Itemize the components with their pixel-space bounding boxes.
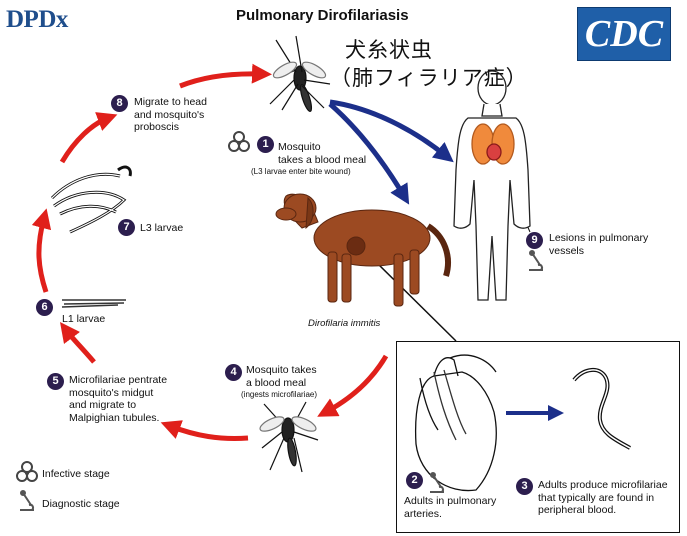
dog-caption: Dirofilaria immitis [308, 318, 381, 329]
step-6-label: L1 larvae [62, 313, 106, 325]
biohazard-icon [228, 131, 250, 152]
page-title: Pulmonary Dirofilariasis [236, 7, 409, 24]
japanese-title: 犬糸状虫 [345, 38, 433, 62]
step-5-badge: 5 [47, 373, 64, 390]
cdc-logo: CDC [577, 7, 671, 61]
step-1-badge: 1 [257, 136, 274, 153]
microscope-icon [20, 490, 34, 511]
step-4-label: Mosquito takes a blood meal [246, 364, 317, 389]
step-1-label: Mosquito takes a blood meal [278, 141, 367, 166]
heart-illustration [414, 354, 497, 492]
step-8-label: Migrate to head and mosquito's proboscis [134, 96, 207, 133]
arrow-6-to-7 [31, 208, 52, 293]
pointer-line [375, 261, 457, 342]
step-4-badge: 4 [225, 364, 242, 381]
mosquito-top [269, 35, 331, 112]
human-figure [453, 70, 531, 301]
mosquito-bottom [259, 401, 319, 473]
step-7-label: L3 larvae [140, 222, 184, 234]
step-3-badge: 3 [516, 478, 533, 495]
biohazard-icon [16, 461, 38, 482]
l1-larvae-worms [61, 299, 126, 308]
step-6-badge: 6 [36, 299, 53, 316]
step-2-label: Adults in pulmonary arteries. [404, 495, 497, 520]
legend-infective: Infective stage [42, 468, 110, 480]
arrow-7-to-8 [59, 112, 118, 164]
dog-illustration [275, 193, 451, 307]
step-4-sublabel: (ingests microfilariae) [241, 390, 318, 399]
step-5-label: Microfilariae pentrate mosquito's midgut… [69, 374, 168, 424]
japanese-subtitle: （肺フィラリア症） [330, 66, 528, 90]
arrow-dog-to-4 [317, 354, 389, 417]
step-2-badge: 2 [406, 472, 423, 489]
arrow-5-to-6 [59, 322, 96, 364]
step-8-badge: 8 [111, 95, 128, 112]
arrow-8-to-1 [179, 63, 272, 89]
microfilaria-worm [572, 368, 631, 450]
step-1-sublabel: (L3 larvae enter bite wound) [251, 167, 351, 176]
step-9-badge: 9 [526, 232, 543, 249]
step-3-label: Adults produce microfilariae that typica… [538, 479, 668, 516]
arrow-4-to-5 [160, 420, 249, 441]
arrow-mosquito-to-dog [328, 102, 410, 205]
arrow-mosquito-to-human [329, 99, 454, 163]
step-9-label: Lesions in pulmonary vessels [549, 232, 649, 257]
step-7-badge: 7 [118, 219, 135, 236]
legend-diagnostic: Diagnostic stage [42, 498, 120, 510]
microscope-icon [430, 472, 444, 493]
dpdx-logo: DPDx [6, 6, 68, 33]
microscope-icon [529, 250, 543, 271]
